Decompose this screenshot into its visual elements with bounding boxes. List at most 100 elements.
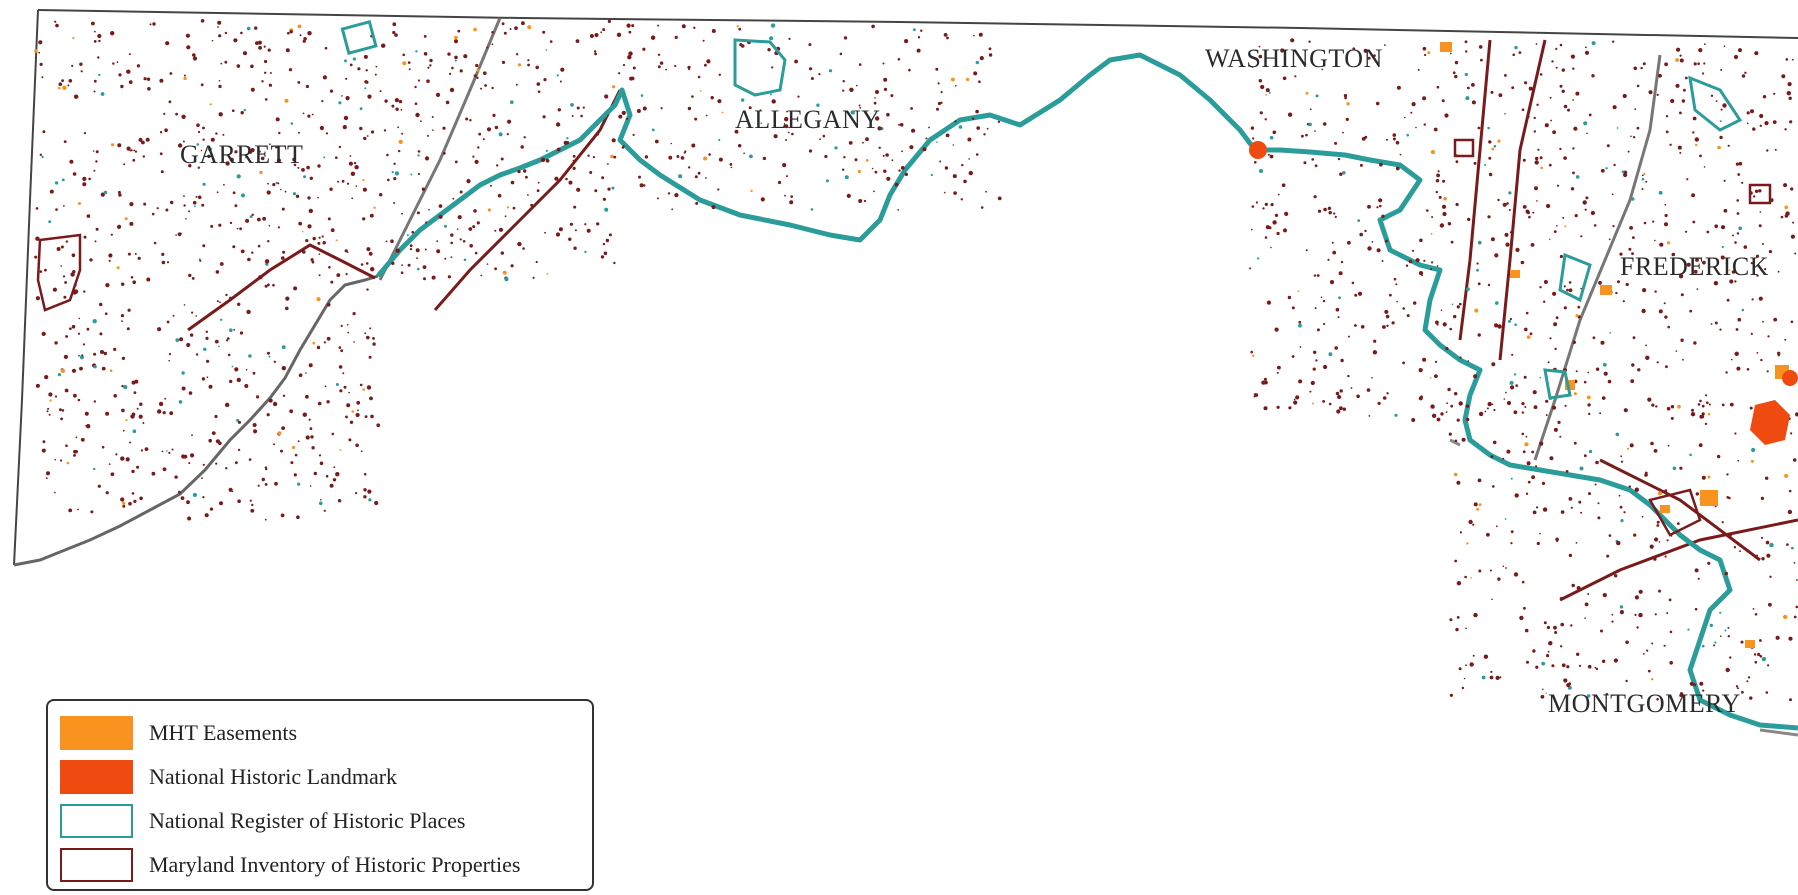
inventory-point: [347, 182, 350, 185]
inventory-point: [1560, 645, 1563, 648]
inventory-point: [1605, 167, 1608, 170]
inventory-point: [294, 453, 298, 457]
inventory-point: [1291, 355, 1295, 358]
inventory-point: [1605, 692, 1609, 696]
inventory-point: [297, 440, 300, 443]
inventory-point: [372, 342, 376, 346]
inventory-point: [201, 377, 206, 381]
inventory-point: [1334, 346, 1338, 350]
inventory-point: [1284, 211, 1289, 216]
inventory-point: [317, 241, 321, 245]
inventory-point: [937, 101, 942, 106]
inventory-point: [101, 366, 106, 371]
inventory-point: [185, 33, 190, 38]
inventory-point: [355, 443, 359, 448]
inventory-point: [368, 355, 372, 359]
inventory-point: [627, 55, 632, 60]
inventory-point: [1642, 62, 1646, 66]
inventory-point: [95, 227, 99, 231]
inventory-point: [1526, 210, 1530, 215]
inventory-point: [628, 51, 633, 56]
inventory-point: [1449, 52, 1452, 55]
inventory-point: [128, 501, 132, 506]
inventory-point: [1643, 221, 1647, 225]
inventory-point: [366, 335, 370, 340]
inventory-point: [1251, 228, 1253, 231]
inventory-point: [78, 202, 81, 205]
inventory-point: [988, 47, 992, 51]
inventory-point: [741, 98, 745, 102]
inventory-point: [82, 182, 87, 187]
inventory-point: [1314, 130, 1316, 132]
inventory-point: [1497, 139, 1501, 143]
inventory-point: [105, 491, 109, 495]
inventory-point: [151, 471, 156, 476]
inventory-point: [281, 207, 285, 211]
inventory-point: [797, 95, 800, 98]
inventory-point: [125, 419, 128, 422]
inventory-point: [111, 143, 115, 147]
inventory-point: [1497, 577, 1501, 581]
inventory-point: [1625, 679, 1628, 683]
inventory-point: [200, 149, 203, 152]
inventory-point: [610, 154, 614, 159]
inventory-point: [398, 99, 403, 104]
inventory-point: [997, 120, 1001, 124]
inventory-point: [1293, 398, 1296, 401]
inventory-point: [1634, 595, 1639, 600]
inventory-point: [1536, 506, 1539, 509]
inventory-point: [1437, 170, 1440, 173]
inventory-point: [1287, 112, 1293, 117]
inventory-point: [1272, 220, 1277, 225]
inventory-point: [356, 400, 361, 405]
inventory-point: [1465, 96, 1470, 101]
inventory-point: [35, 296, 41, 301]
inventory-point: [416, 257, 418, 259]
inventory-point: [308, 208, 313, 214]
inventory-point: [1422, 46, 1427, 51]
inventory-point: [232, 191, 236, 195]
inventory-point: [268, 224, 271, 227]
inventory-point: [118, 73, 122, 77]
inventory-point: [338, 346, 342, 349]
inventory-point: [219, 262, 224, 266]
inventory-point: [123, 385, 128, 390]
inventory-point: [1524, 327, 1528, 332]
inventory-point: [1620, 519, 1624, 523]
inventory-point: [354, 165, 359, 170]
inventory-point: [267, 182, 269, 185]
inventory-point: [1489, 675, 1494, 680]
inventory-point: [523, 169, 527, 173]
inventory-point: [305, 239, 309, 243]
inventory-point: [1679, 111, 1682, 115]
inventory-point: [126, 146, 131, 151]
inventory-point: [61, 79, 64, 82]
inventory-point: [1357, 219, 1361, 223]
inventory-point: [254, 26, 258, 30]
inventory-point: [209, 103, 212, 106]
inventory-point: [694, 175, 698, 179]
inventory-point: [1638, 612, 1643, 618]
inventory-point: [1753, 195, 1756, 198]
inventory-point: [602, 28, 606, 32]
inventory-point: [55, 208, 58, 211]
inventory-point: [1643, 172, 1646, 175]
inventory-point: [1523, 375, 1527, 379]
inventory-point: [1774, 148, 1777, 151]
inventory-point: [1323, 322, 1326, 326]
inventory-point: [1752, 608, 1755, 610]
inventory-point: [369, 396, 373, 401]
inventory-point: [200, 83, 204, 87]
inventory-point: [353, 161, 357, 165]
inventory-point: [1252, 137, 1255, 140]
inventory-point: [660, 107, 663, 110]
inventory-point: [580, 114, 583, 118]
inventory-point: [1386, 138, 1388, 141]
inventory-point: [1419, 238, 1423, 243]
inventory-point: [264, 259, 270, 264]
inventory-point: [676, 155, 680, 158]
inventory-point: [431, 116, 434, 118]
inventory-point: [1499, 676, 1502, 679]
inventory-point: [215, 270, 220, 274]
inventory-point: [1667, 241, 1671, 245]
